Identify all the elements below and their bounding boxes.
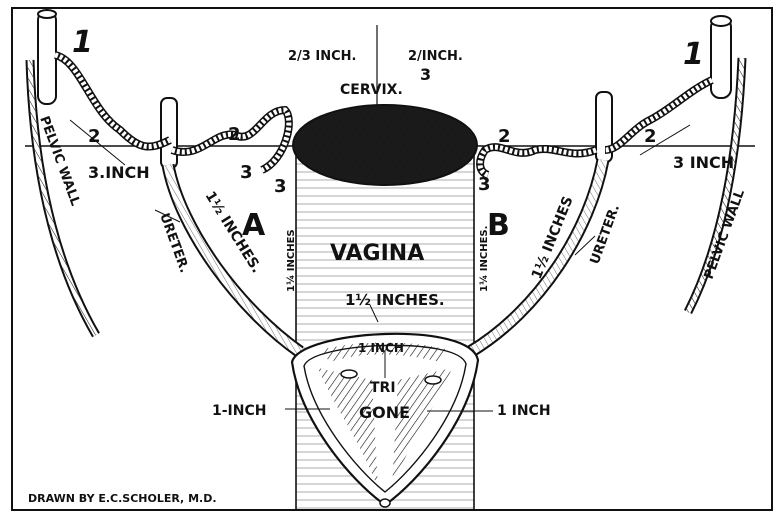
label-frac-right-2: 2 bbox=[644, 126, 657, 147]
urethral-orifice bbox=[380, 499, 390, 507]
label-cervix: CERVIX. bbox=[340, 82, 403, 98]
label-1-left: 1 bbox=[72, 25, 93, 60]
label-tri: TRI bbox=[370, 380, 396, 396]
label-quarter-left: 1¼ INCHES bbox=[285, 229, 297, 292]
vessel-right bbox=[711, 18, 731, 98]
label-loop-3-right: 3 bbox=[478, 174, 491, 195]
label-letter-a: A bbox=[242, 208, 266, 243]
vessel-left-top bbox=[38, 10, 56, 18]
ureteric-orifice-right bbox=[425, 376, 441, 384]
label-one-inch-left: 1-INCH bbox=[212, 403, 266, 419]
label-frac-left-3inch: 3.INCH bbox=[88, 163, 150, 182]
label-vagina: VAGINA bbox=[330, 241, 424, 266]
label-frac-top-right: 2/INCH. bbox=[408, 49, 463, 64]
label-quarter-right: 1¼ INCHES. bbox=[478, 226, 490, 292]
label-letter-b: B bbox=[487, 208, 510, 243]
label-gone: GONE bbox=[359, 403, 410, 422]
vessel-left bbox=[38, 12, 56, 104]
label-inches-center: 1½ INCHES. bbox=[345, 291, 445, 309]
label-one-inch-top: 1 INCH bbox=[358, 341, 404, 355]
label-loop-2-right: 2 bbox=[498, 126, 511, 147]
vessel-stub-left bbox=[161, 98, 177, 168]
label-loop-3-left-b: 3 bbox=[274, 176, 287, 197]
cord-left-outer-texture bbox=[55, 55, 170, 147]
label-credit: DRAWN BY E.C.SCHOLER, M.D. bbox=[28, 492, 217, 505]
vessel-right-top bbox=[711, 16, 731, 26]
label-frac-right-3inch: 3 INCH bbox=[673, 153, 734, 172]
label-frac-left-2: 2 bbox=[88, 126, 101, 147]
cord-right-outer bbox=[605, 80, 712, 150]
ureteric-orifice-left bbox=[341, 370, 357, 378]
label-1-right: 1 bbox=[683, 37, 704, 72]
label-loop-3-left: 3 bbox=[240, 162, 253, 183]
label-one-inch-right: 1 INCH bbox=[497, 403, 551, 419]
label-loop-2-left: 2 bbox=[228, 124, 241, 145]
cervix-texture bbox=[299, 111, 471, 179]
label-frac-top-right-3: 3 bbox=[420, 65, 431, 84]
label-frac-top-left: 2/3 INCH. bbox=[288, 49, 356, 64]
